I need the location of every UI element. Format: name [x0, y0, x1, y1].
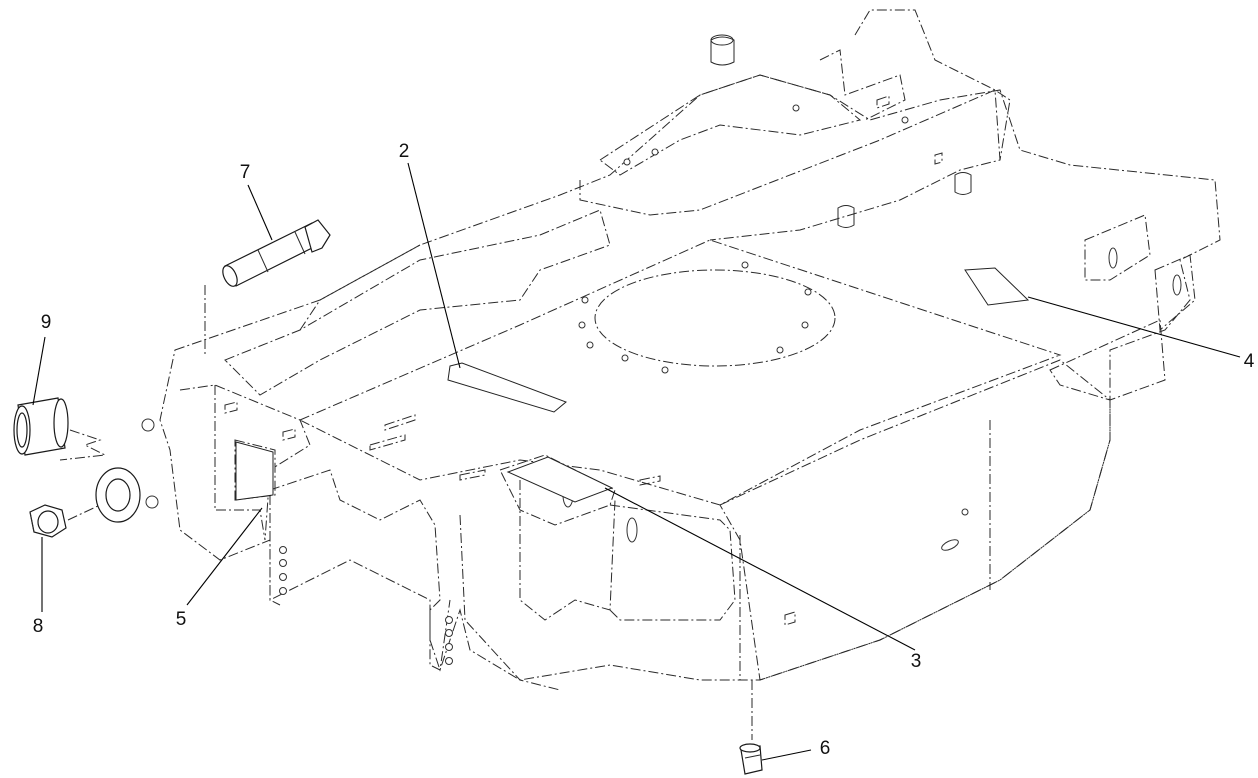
- callout-4: 4: [1244, 351, 1255, 372]
- callout-2: 2: [399, 141, 410, 162]
- hub-part: [95, 467, 141, 523]
- callout-9: 9: [41, 312, 52, 333]
- nut-part: [29, 504, 101, 538]
- callout-7: 7: [240, 162, 251, 183]
- mounting-holes: [141, 104, 1182, 665]
- grease-fitting-part: [739, 680, 763, 775]
- bushing-part: [13, 397, 107, 461]
- decal-2-shape: [447, 362, 567, 413]
- leader-lines: [32, 162, 1241, 761]
- deck-fittings: [710, 34, 972, 228]
- decal-4-shape: [964, 267, 1030, 306]
- callout-6: 6: [820, 738, 831, 759]
- callout-5: 5: [176, 609, 187, 630]
- callout-8: 8: [33, 616, 44, 637]
- pin-part: [204, 219, 331, 355]
- decal-3-shape: [506, 456, 614, 503]
- callout-3: 3: [911, 651, 922, 672]
- decal-5-shape: [235, 441, 274, 501]
- callout-labels: 2 7 9 8 5 3 4 6: [33, 141, 1255, 759]
- frame-assembly: [159, 9, 1221, 691]
